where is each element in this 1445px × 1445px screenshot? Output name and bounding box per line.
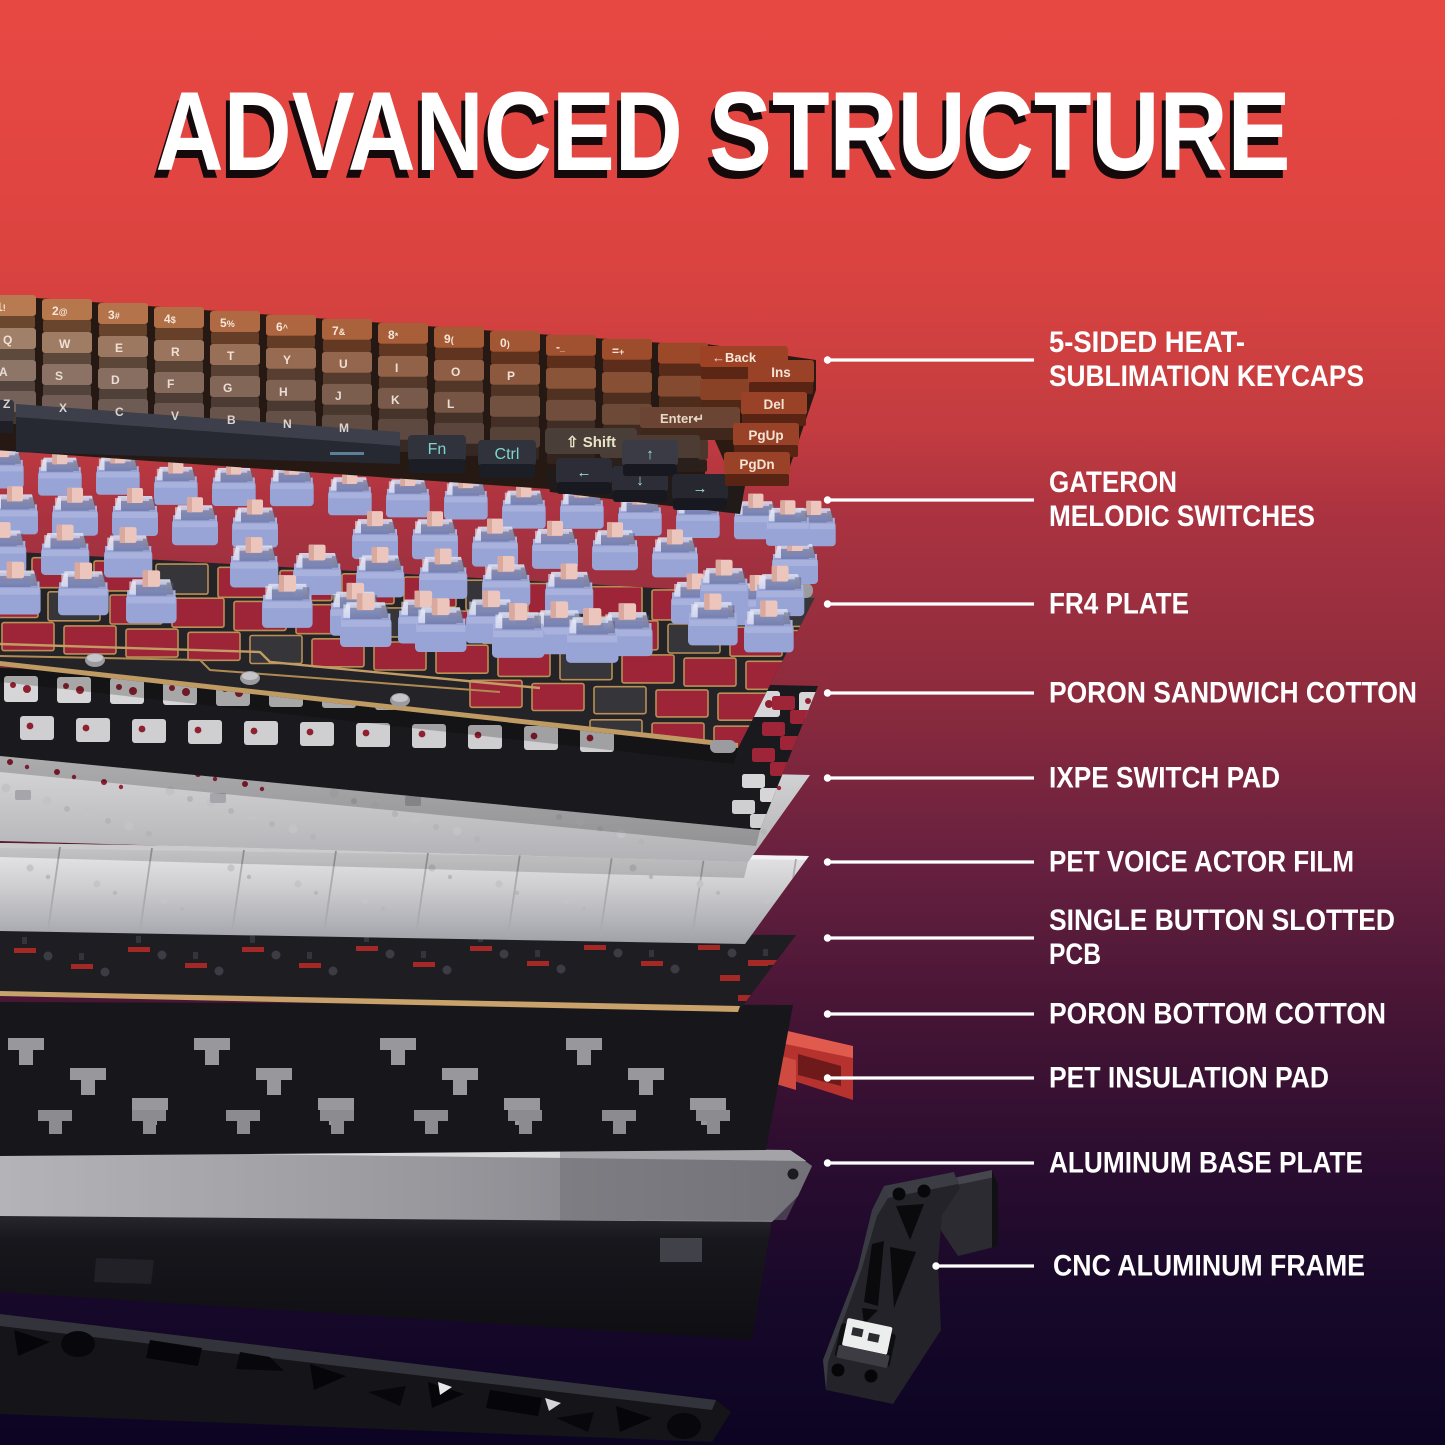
svg-text:PgDn: PgDn — [739, 457, 774, 472]
svg-text:IXPE SWITCH PAD: IXPE SWITCH PAD — [1049, 762, 1280, 795]
svg-text:PORON SANDWICH COTTON: PORON SANDWICH COTTON — [1049, 677, 1417, 710]
svg-text:Z: Z — [3, 397, 10, 411]
svg-text:Enter↵: Enter↵ — [660, 411, 704, 426]
svg-text:→: → — [693, 480, 708, 497]
svg-text:PET INSULATION PAD: PET INSULATION PAD — [1049, 1062, 1329, 1095]
svg-text:PORON BOTTOM COTTON: PORON BOTTOM COTTON — [1049, 998, 1386, 1031]
svg-text:Ins: Ins — [771, 365, 791, 380]
svg-text:G: G — [223, 381, 232, 395]
svg-text:O: O — [451, 365, 460, 379]
svg-text:I: I — [395, 361, 398, 375]
svg-text:B: B — [227, 413, 236, 427]
svg-text:M: M — [339, 421, 349, 435]
svg-text:Q: Q — [3, 333, 12, 347]
svg-text:P: P — [507, 369, 515, 383]
svg-text:MELODIC SWITCHES: MELODIC SWITCHES — [1049, 500, 1315, 533]
svg-text:3#: 3# — [108, 308, 120, 322]
svg-text:PCB: PCB — [1049, 938, 1101, 971]
svg-text:K: K — [391, 393, 400, 407]
svg-text:Y: Y — [283, 353, 291, 367]
svg-text:Fn: Fn — [428, 441, 447, 458]
svg-text:⇧ Shift: ⇧ Shift — [566, 434, 616, 451]
svg-text:E: E — [115, 341, 123, 355]
svg-text:←: ← — [577, 464, 592, 481]
svg-text:SINGLE BUTTON SLOTTED: SINGLE BUTTON SLOTTED — [1049, 904, 1395, 937]
svg-text:J: J — [335, 389, 342, 403]
svg-text:=+: =+ — [612, 344, 624, 358]
svg-text:ADVANCED STRUCTURE: ADVANCED STRUCTURE — [156, 69, 1291, 194]
svg-text:Del: Del — [763, 397, 784, 412]
svg-text:5%: 5% — [220, 316, 235, 330]
svg-text:U: U — [339, 357, 348, 371]
svg-text:4$: 4$ — [164, 312, 176, 326]
svg-text:Ctrl: Ctrl — [495, 446, 520, 463]
svg-text:V: V — [171, 409, 179, 423]
svg-text:ALUMINUM BASE PLATE: ALUMINUM BASE PLATE — [1049, 1147, 1363, 1180]
svg-text:ADVANCED STRUCTURE: ADVANCED STRUCTURE — [152, 77, 1287, 202]
svg-text:1!: 1! — [0, 300, 6, 314]
svg-text:-_: -_ — [556, 340, 566, 354]
svg-text:6^: 6^ — [276, 320, 289, 334]
svg-text:PgUp: PgUp — [748, 428, 783, 443]
svg-text:F: F — [167, 377, 174, 391]
svg-text:5-SIDED HEAT-: 5-SIDED HEAT- — [1049, 326, 1245, 359]
svg-text:T: T — [227, 349, 235, 363]
svg-text:S: S — [55, 369, 63, 383]
svg-text:↓: ↓ — [636, 472, 644, 489]
svg-text:C: C — [115, 405, 124, 419]
svg-text:PET VOICE ACTOR FILM: PET VOICE ACTOR FILM — [1049, 846, 1354, 879]
svg-text:L: L — [447, 397, 454, 411]
svg-text:R: R — [171, 345, 180, 359]
svg-text:7&: 7& — [332, 324, 346, 338]
svg-text:0): 0) — [500, 336, 510, 350]
svg-text:←Back: ←Back — [712, 350, 757, 365]
svg-text:FR4 PLATE: FR4 PLATE — [1049, 588, 1189, 621]
svg-text:A: A — [0, 365, 8, 379]
svg-text:D: D — [111, 373, 120, 387]
svg-text:2@: 2@ — [52, 304, 68, 318]
svg-text:GATERON: GATERON — [1049, 466, 1177, 499]
svg-text:W: W — [59, 337, 71, 351]
svg-text:CNC ALUMINUM FRAME: CNC ALUMINUM FRAME — [1053, 1250, 1365, 1283]
svg-text:9(: 9( — [444, 332, 454, 346]
svg-text:8*: 8* — [388, 328, 399, 342]
svg-text:X: X — [59, 401, 67, 415]
svg-text:SUBLIMATION KEYCAPS: SUBLIMATION KEYCAPS — [1049, 360, 1364, 393]
svg-text:N: N — [283, 417, 292, 431]
svg-text:↑: ↑ — [646, 446, 654, 463]
svg-text:H: H — [279, 385, 288, 399]
